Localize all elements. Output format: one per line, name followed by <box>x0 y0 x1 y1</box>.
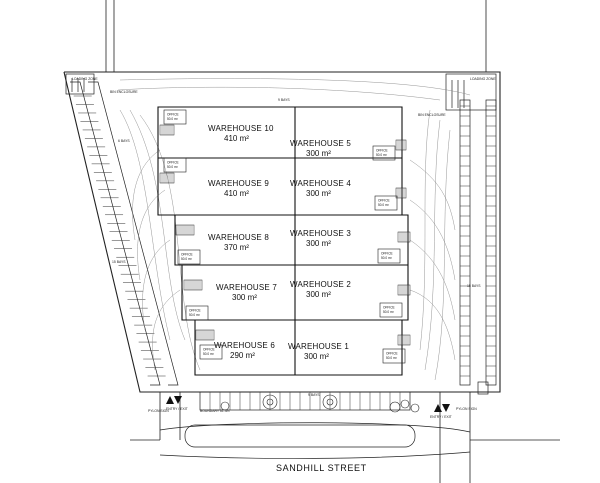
office-area: 50.0 m² <box>383 310 394 314</box>
bin-enclosure-left-label: BIN ENCLOSURE <box>110 90 138 94</box>
left-parking-strip <box>70 81 179 386</box>
warehouse-area: 370 m² <box>224 243 249 252</box>
bays-left-label: 15 BAYS <box>112 260 126 264</box>
office-area: 50.0 m² <box>181 257 192 261</box>
landscape-trees <box>220 394 420 413</box>
warehouse-name: WAREHOUSE 4 <box>290 179 351 188</box>
office-label: OFFICE <box>167 113 179 117</box>
office-label: OFFICE <box>167 161 179 165</box>
bays-top-label: 9 BAYS <box>278 98 290 102</box>
entry-arrows <box>166 396 450 412</box>
office-label: OFFICE <box>203 348 215 352</box>
loading-right-label: LOADING ZONE <box>470 77 496 81</box>
office-area: 50.0 m² <box>386 356 397 360</box>
office-area: 50.0 m² <box>203 352 214 356</box>
pylon-sign-right <box>477 381 489 395</box>
office-area: 50.0 m² <box>381 256 392 260</box>
front-parking <box>199 391 411 411</box>
office-label: OFFICE <box>181 253 193 257</box>
site-boundary <box>63 71 501 393</box>
right-parking-strip <box>459 99 497 386</box>
roller-door <box>159 172 175 184</box>
office-label: OFFICE <box>189 309 201 313</box>
warehouse-name: WAREHOUSE 2 <box>290 280 351 289</box>
front-parking-bays <box>209 392 401 410</box>
roller-door <box>397 284 411 296</box>
bays-bottom-label: 9 BAYS <box>308 393 320 397</box>
warehouse-area: 300 m² <box>306 189 331 198</box>
warehouse-area: 300 m² <box>304 352 329 361</box>
pylon-sign-left-label: PYLON SIGN <box>148 409 169 413</box>
office-label: OFFICE <box>376 149 388 153</box>
top-right-enclosure <box>445 73 497 111</box>
roller-door <box>159 124 175 136</box>
left-parking-bays <box>73 95 166 377</box>
warehouse-name: WAREHOUSE 7 <box>216 283 277 292</box>
office-label: OFFICE <box>386 352 398 356</box>
roller-door <box>397 231 411 243</box>
roller-door <box>175 224 195 236</box>
warehouse-area: 410 m² <box>224 134 249 143</box>
roller-door <box>395 187 407 199</box>
warehouse-name: WAREHOUSE 10 <box>208 124 274 133</box>
roller-door <box>195 329 215 341</box>
warehouse-area: 300 m² <box>232 293 257 302</box>
office-area: 50.0 m² <box>376 153 387 157</box>
warehouse-area: 300 m² <box>306 239 331 248</box>
roller-door <box>395 139 407 151</box>
warehouse-area: 300 m² <box>306 149 331 158</box>
office-label: OFFICE <box>378 199 390 203</box>
bin-enclosure-right-label: BIN ENCLOSURE <box>418 113 446 117</box>
street-name: SANDHILL STREET <box>276 463 367 473</box>
street-verge <box>130 422 560 459</box>
entry-exit-left-label: ENTRY / EXIT <box>166 407 188 411</box>
roller-door <box>397 334 411 346</box>
warehouse-name: WAREHOUSE 3 <box>290 229 351 238</box>
roads <box>105 0 487 483</box>
office-label: OFFICE <box>383 306 395 310</box>
office-area: 50.0 m² <box>167 165 178 169</box>
office-area: 50.0 m² <box>378 203 389 207</box>
right-parking-bays <box>460 105 496 377</box>
warehouse-name: WAREHOUSE 8 <box>208 233 269 242</box>
warehouse-area: 410 m² <box>224 189 249 198</box>
office-label: OFFICE <box>381 252 393 256</box>
roller-doors <box>159 124 411 346</box>
warehouse-area: 300 m² <box>306 290 331 299</box>
bays-mid-left-label: 6 BAYS <box>118 139 130 143</box>
loading-left-label: LOADING ZONE <box>72 77 98 81</box>
warehouse-name: WAREHOUSE 5 <box>290 139 351 148</box>
office-area: 50.0 m² <box>167 117 178 121</box>
office-area: 50.0 m² <box>189 313 200 317</box>
top-left-enclosure <box>65 73 95 95</box>
warehouse-block <box>157 106 409 376</box>
entry-exit-right-label: ENTRY / EXIT <box>430 415 452 419</box>
bays-right-label: 15 BAYS <box>467 284 481 288</box>
warehouse-name: WAREHOUSE 9 <box>208 179 269 188</box>
boundary-label: BOUNDARY 61.3m <box>200 409 230 413</box>
roller-door <box>183 279 203 291</box>
warehouse-name: WAREHOUSE 1 <box>288 342 349 351</box>
pylon-sign-right-label: PYLON SIGN <box>456 407 477 411</box>
warehouse-area: 290 m² <box>230 351 255 360</box>
warehouse-name: WAREHOUSE 6 <box>214 341 275 350</box>
